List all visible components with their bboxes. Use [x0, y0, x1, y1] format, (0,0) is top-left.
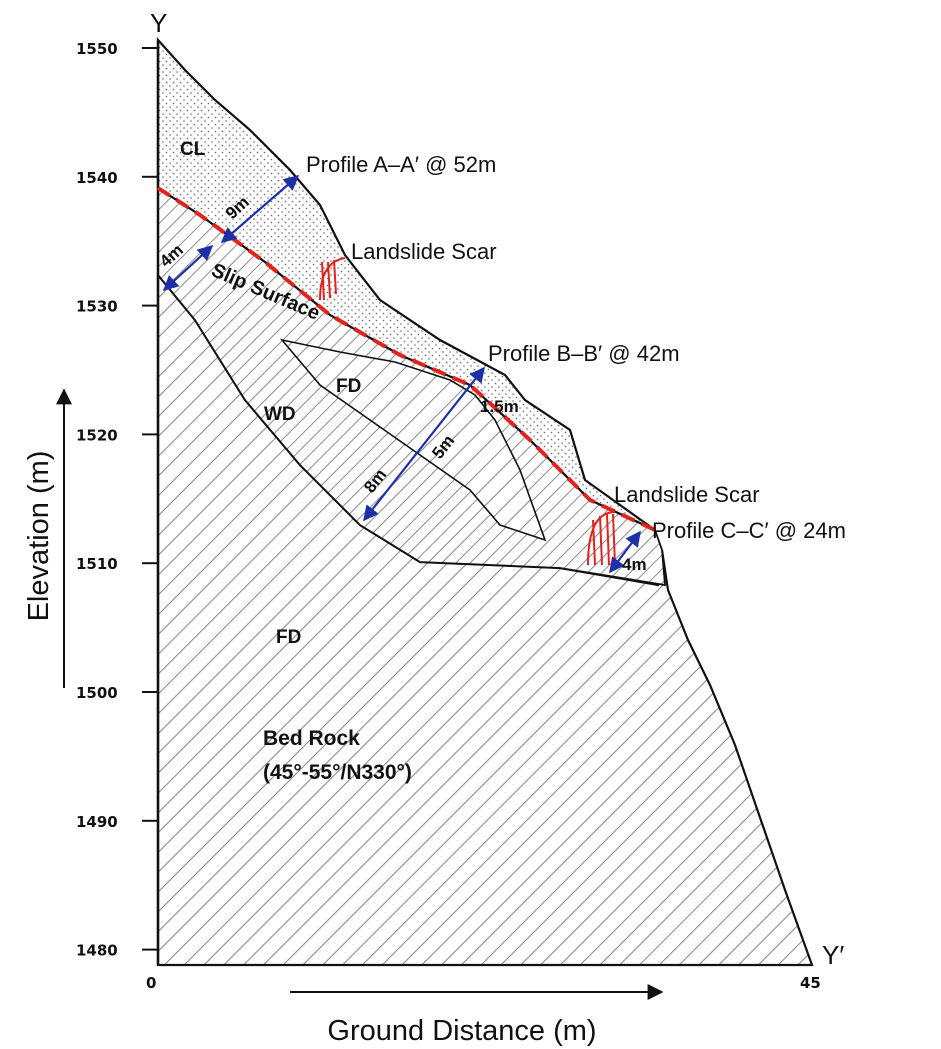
thickness-c-wd: 4m [622, 555, 647, 574]
arrow-b-total [363, 366, 485, 522]
unit-label-cl: CL [180, 139, 206, 160]
thickness-b-cl: 1.5m [480, 397, 519, 416]
x-axis-title: Ground Distance (m) [327, 1015, 596, 1047]
landslide-scar-lower-label: Landslide Scar [614, 482, 760, 507]
y-end-letter: Y′ [822, 940, 844, 970]
y-tick-label: 1510 [76, 555, 118, 573]
y-tick-label: 1520 [76, 426, 118, 444]
y-tick-label: 1490 [76, 813, 118, 831]
x-tick-45: 45 [800, 974, 821, 992]
y-tick-label: 1480 [76, 942, 118, 960]
unit-label-fd-lower: FD [276, 627, 301, 648]
y-tick-label: 1550 [76, 40, 118, 58]
arrow-c-wd [609, 530, 641, 574]
profile-a-label: Profile A–A′ @ 52m [306, 152, 496, 177]
landslide-scar-upper-label: Landslide Scar [351, 239, 497, 264]
bedrock-orientation-label: (45°-55°/N330°) [263, 761, 412, 784]
arrow-a-wd [162, 244, 214, 292]
profile-c-label: Profile C–C′ @ 24m [652, 518, 846, 543]
y-axis-letter: Y [150, 8, 167, 38]
thickness-arrows [162, 174, 641, 574]
y-axis-title: Elevation (m) [23, 451, 55, 622]
y-tick-label: 1540 [76, 169, 118, 187]
y-tick-label: 1530 [76, 298, 118, 316]
unit-label-fd-upper: FD [336, 376, 361, 397]
arrow-a-cl [220, 174, 300, 244]
unit-label-wd: WD [264, 404, 296, 425]
landslide-scar-upper-symbol [319, 257, 346, 301]
x-tick-0: 0 [146, 974, 156, 992]
profile-b-label: Profile B–B′ @ 42m [488, 341, 680, 366]
y-tick-label: 1500 [76, 684, 118, 702]
y-tick-group: 1550 1540 1530 1520 1510 1500 1490 1480 [76, 40, 158, 960]
bedrock-label: Bed Rock [263, 727, 360, 750]
